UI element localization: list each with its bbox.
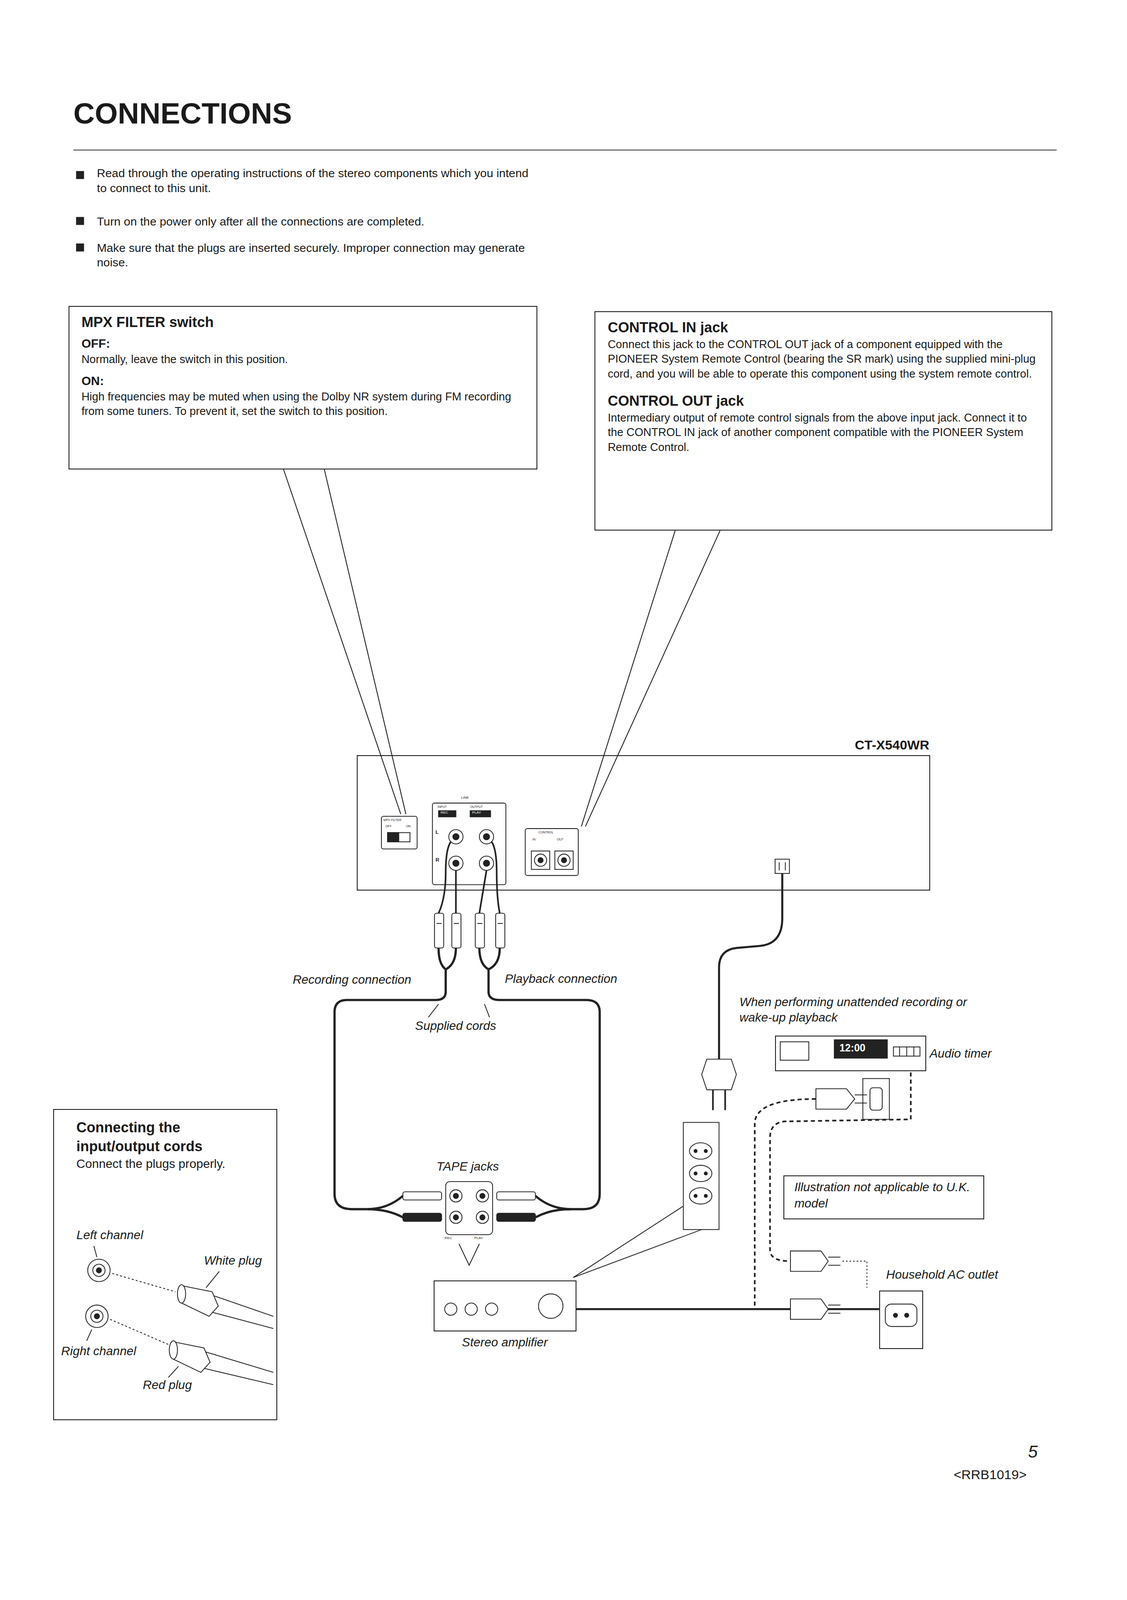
- panel-label: L: [435, 829, 439, 835]
- panel-label: OFF: [385, 824, 392, 828]
- label: Make sure that the plugs are inserted se…: [97, 240, 538, 271]
- node-heading: Stereo amplifier: [461, 1334, 548, 1349]
- node-heading: Connecting the input/output cords: [76, 1117, 267, 1156]
- label: Left channel: [76, 1227, 144, 1243]
- callout-box: CONTROL IN jackConnect this jack to the …: [594, 311, 1053, 531]
- label: When performing unattended recording or …: [739, 994, 990, 1026]
- panel-label: PLAY: [474, 1235, 483, 1240]
- note-box: Illustration not applicable to U.K. mode…: [783, 1174, 985, 1219]
- rear-panel: CT-X540WR: [356, 754, 931, 891]
- panel-label: REC: [444, 1235, 453, 1240]
- callout-box: MPX FILTER switchOFF:Normally, leave the…: [68, 305, 538, 469]
- node-heading: MPX FILTER switch: [81, 312, 527, 332]
- connector-line: [324, 469, 406, 815]
- page-title: CONNECTIONS: [73, 94, 292, 132]
- node-text: ON:: [81, 373, 527, 390]
- panel-label: OUT: [556, 837, 564, 841]
- connector-line: [576, 1307, 880, 1310]
- panel-label: OUTPUT: [470, 804, 483, 809]
- panel-label: MPX FILTER: [383, 818, 402, 822]
- node-text: Connect the plugs properly.: [76, 1155, 267, 1172]
- node-text: Intermediary output of remote control si…: [607, 410, 1042, 455]
- callout-leader: [283, 469, 406, 815]
- connector-line: [283, 469, 401, 815]
- node-text: CONTROL OUT jack: [607, 391, 1042, 411]
- label: Turn on the power only after all the con…: [97, 214, 546, 229]
- node-heading: Audio timer: [929, 1045, 992, 1061]
- node-heading: Illustration not applicable to U.K. mode…: [794, 1178, 976, 1212]
- connector-line: [581, 530, 676, 827]
- label: <RRB1019>: [953, 1465, 1027, 1483]
- callout-leader: [581, 530, 721, 827]
- label: Red plug: [142, 1377, 193, 1393]
- label: Recording connection: [292, 971, 412, 988]
- label: White plug: [203, 1252, 262, 1269]
- label: 5: [1028, 1440, 1038, 1462]
- node-text: High frequencies may be muted when using…: [81, 389, 527, 419]
- label: Supplied cords: [415, 1018, 497, 1034]
- stereo-amplifier: Stereo amplifier: [433, 1279, 577, 1331]
- connector-line: [585, 530, 720, 827]
- ac-outlet: Household AC outlet: [879, 1290, 924, 1349]
- panel-label: R: [435, 856, 439, 863]
- label: Read through the operating instructions …: [97, 166, 538, 196]
- panel-label: PLAY: [472, 810, 482, 815]
- node-heading: CONTROL IN jack: [607, 318, 1042, 338]
- node-text: Normally, leave the switch in this posit…: [81, 351, 527, 367]
- node-heading: CT-X540WR: [855, 736, 930, 753]
- label: Playback connection: [504, 971, 618, 987]
- node-text: OFF:: [81, 335, 527, 352]
- panel-label: LINE: [460, 795, 469, 800]
- label: 12:00: [839, 1041, 866, 1055]
- label: TAPE jacks: [436, 1158, 500, 1175]
- panel-label: INPUT: [437, 804, 447, 809]
- node-heading: Household AC outlet: [886, 1266, 999, 1282]
- panel-label: ON: [405, 824, 411, 828]
- power-cord: [576, 1308, 880, 1309]
- panel-label: REC: [440, 810, 449, 815]
- label: Right channel: [61, 1343, 137, 1359]
- panel-label: CONTROL: [538, 830, 554, 834]
- panel-label: IN: [532, 837, 536, 841]
- node-text: Connect this jack to the CONTROL OUT jac…: [607, 337, 1042, 382]
